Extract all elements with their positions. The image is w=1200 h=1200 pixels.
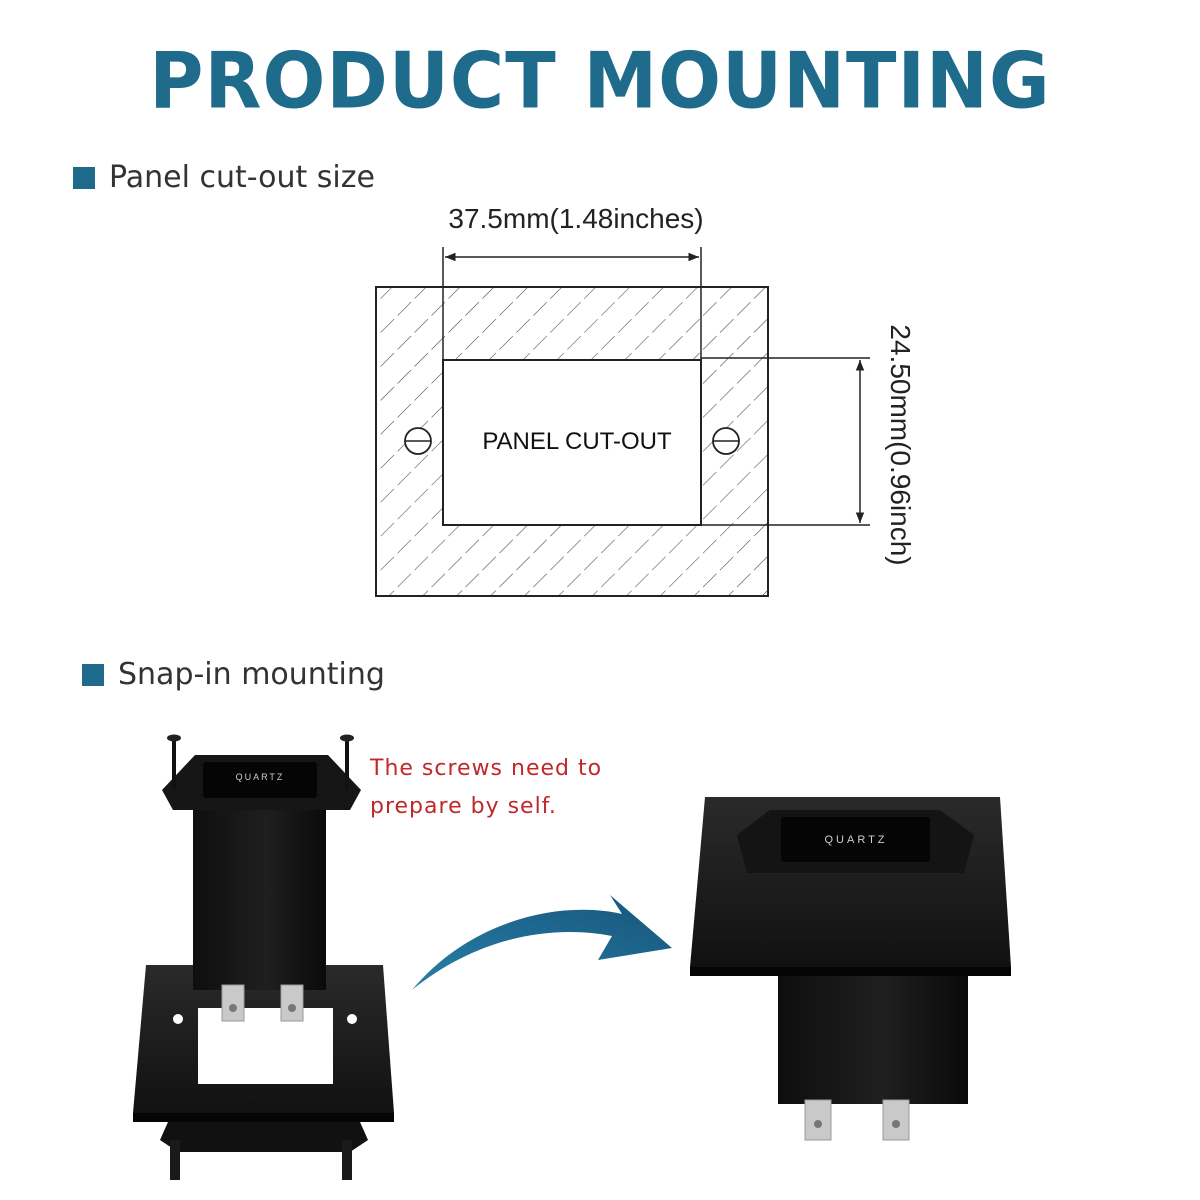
snap-in-after-illustration: QUARTZ — [690, 797, 1011, 1141]
panel-opening — [198, 1008, 333, 1084]
device-brand-label: QUARTZ — [236, 772, 285, 782]
meter-body — [778, 976, 968, 1104]
section-panel-cutout: Panel cut-out size — [73, 160, 375, 195]
cutout-label: PANEL CUT-OUT — [482, 428, 672, 455]
screw — [172, 740, 176, 790]
screw-note-line: prepare by self. — [370, 794, 557, 819]
terminal — [221, 984, 245, 1022]
section-label: Snap-in mounting — [118, 657, 385, 692]
cutout-opening — [442, 359, 702, 526]
section-label: Panel cut-out size — [109, 160, 375, 195]
screw-note: The screws need to prepare by self. — [370, 750, 602, 826]
screw-note-line: The screws need to — [370, 756, 603, 781]
curved-arrow-icon — [412, 895, 672, 990]
square-bullet-icon — [82, 663, 104, 686]
section-snap-in: Snap-in mounting — [82, 657, 385, 692]
cutout-drawing: 37.5mm(1.48inches) PANEL CUT-OUT 24.50mm… — [375, 203, 916, 597]
retaining-clip — [160, 1122, 368, 1152]
screw-hole-icon — [712, 427, 740, 455]
height-dimension-label: 24.50mm(0.96inch) — [885, 324, 916, 565]
square-bullet-icon — [73, 166, 95, 189]
screw-hole-icon — [404, 427, 432, 455]
width-dimension-label: 37.5mm(1.48inches) — [448, 203, 703, 234]
page-title: PRODUCT MOUNTING — [149, 35, 1051, 127]
screw — [345, 740, 349, 790]
device-brand-label: QUARTZ — [824, 834, 887, 846]
terminal — [280, 984, 304, 1022]
meter-body — [193, 798, 326, 990]
snap-in-before-illustration: QUARTZ — [133, 734, 394, 1180]
